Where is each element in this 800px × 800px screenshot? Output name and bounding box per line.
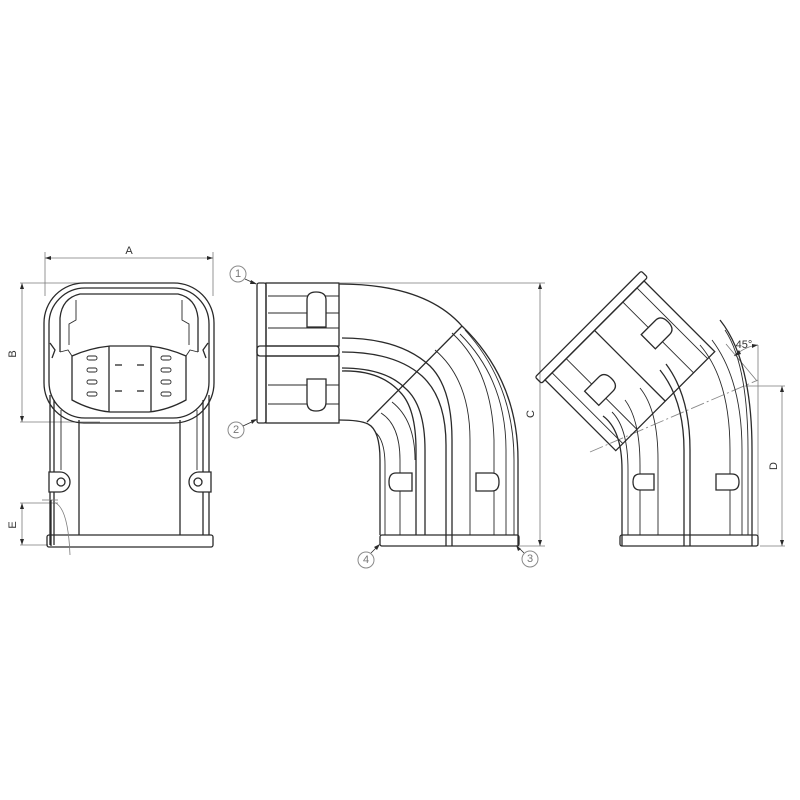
callout-4: 4 <box>357 544 380 569</box>
angle-annotation: 45° <box>725 339 759 546</box>
dimension-a: A <box>44 245 214 296</box>
callout-3: 3 <box>516 545 539 568</box>
callout-3-label: 3 <box>527 553 533 565</box>
callout-2-label: 2 <box>233 424 239 436</box>
front-view: A B E <box>7 245 215 556</box>
dimension-e-label: E <box>7 521 19 528</box>
dimension-b-label: B <box>7 350 19 357</box>
callout-2: 2 <box>227 419 257 439</box>
vent-slots-left <box>86 355 98 397</box>
dimension-d-label: D <box>768 462 780 470</box>
dimension-e: E <box>7 502 58 546</box>
vent-slots-right <box>160 355 172 397</box>
screw-tab-left <box>48 471 71 493</box>
screw-tab-right <box>188 471 212 493</box>
callout-1-label: 1 <box>235 268 241 280</box>
dimension-d: D <box>745 385 785 547</box>
elbow-45-view: D 45° <box>535 271 785 547</box>
callout-1: 1 <box>229 265 257 285</box>
dimension-a-label: A <box>125 245 133 257</box>
dimension-c-label: C <box>525 410 537 418</box>
angle-label: 45° <box>736 339 753 351</box>
callout-4-label: 4 <box>363 554 369 566</box>
center-dashes <box>115 364 144 392</box>
dimension-c: C <box>340 282 545 547</box>
elbow-90-view: C <box>256 282 545 547</box>
